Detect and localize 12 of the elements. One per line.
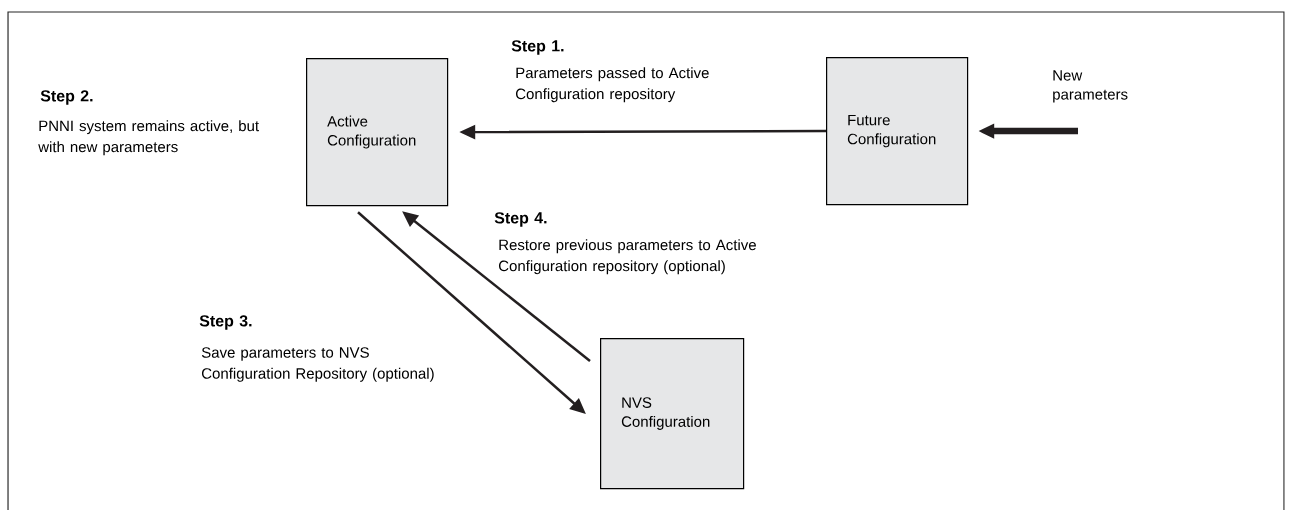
step-description: Save parameters to NVS Configuration Repository (optional) <box>201 347 434 382</box>
step-description: Parameters passed to Active Configuration repository <box>516 67 709 103</box>
step-heading: Step 1. <box>511 40 564 55</box>
step-description: PNNI system remains active, but with new parameters <box>38 120 259 156</box>
step-heading: Step 4. <box>494 212 547 227</box>
configuration-box: Active Configuration <box>306 58 449 207</box>
step-heading: Step 2. <box>40 90 93 105</box>
step-heading: Step 3. <box>199 315 252 330</box>
edge-label: New parameters <box>1053 70 1128 103</box>
configuration-box: NVS Configuration <box>600 338 745 490</box>
step-description: Restore previous parameters to Active Configuration repository (optional) <box>499 239 756 275</box>
configuration-box: Future Configuration <box>826 57 969 206</box>
